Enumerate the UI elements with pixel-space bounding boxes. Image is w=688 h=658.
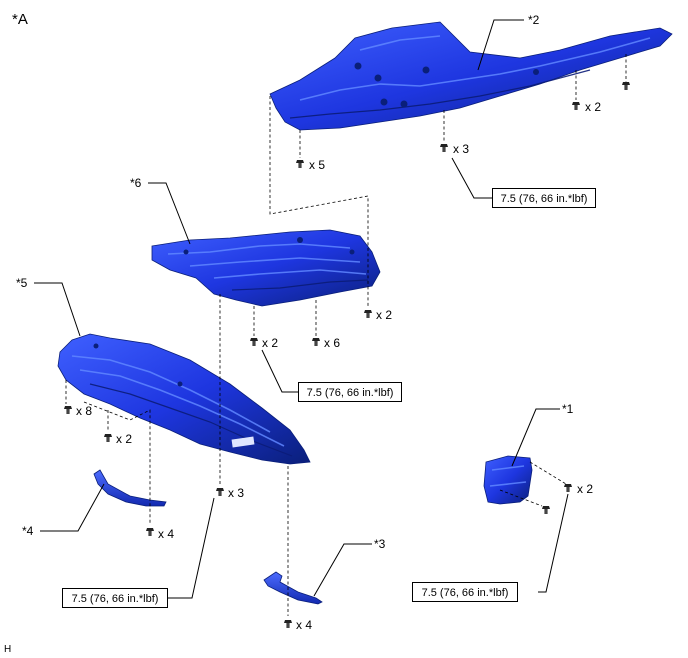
qty-left-x2: x 2 — [116, 432, 132, 446]
torque-spec-top: 7.5 (76, 66 in.*lbf) — [492, 188, 596, 208]
clip-icon — [146, 528, 154, 536]
clip-icon — [64, 406, 72, 414]
clip-icon — [312, 338, 320, 346]
qty-bottom-x4: x 4 — [296, 618, 312, 632]
clip-icon — [104, 434, 112, 442]
clip-icon — [250, 338, 258, 346]
qty-top-x3: x 3 — [453, 142, 469, 156]
clip-icon — [284, 620, 292, 628]
qty-left-x4: x 4 — [158, 527, 174, 541]
qty-mid-right-x2: x 2 — [376, 308, 392, 322]
clip-icon — [542, 506, 550, 514]
callout-part-6: *6 — [130, 176, 142, 190]
qty-right-x2: x 2 — [577, 482, 593, 496]
clip-icon — [440, 144, 448, 152]
footer-code: H — [4, 644, 11, 655]
callout-part-5: *5 — [16, 276, 28, 290]
qty-left-x8: x 8 — [76, 404, 92, 418]
torque-spec-right: 7.5 (76, 66 in.*lbf) — [412, 582, 518, 602]
torque-spec-left: 7.5 (76, 66 in.*lbf) — [62, 588, 168, 608]
torque-spec-middle: 7.5 (76, 66 in.*lbf) — [298, 382, 402, 402]
qty-top-right-x2: x 2 — [585, 100, 601, 114]
callout-part-4: *4 — [22, 524, 34, 538]
clip-icon — [622, 82, 630, 90]
callout-part-1: *1 — [562, 402, 574, 416]
leader-lines — [34, 19, 569, 599]
qty-mid-x2: x 2 — [262, 336, 278, 350]
callout-part-3: *3 — [374, 537, 386, 551]
qty-left-x3: x 3 — [228, 486, 244, 500]
clip-icon — [216, 488, 224, 496]
qty-top-x5: x 5 — [309, 158, 325, 172]
part-4-strip — [93, 469, 167, 507]
view-label: *A — [12, 11, 28, 28]
part-3-strip — [263, 571, 323, 605]
part-6-engine-under-cover-center — [151, 229, 381, 307]
clip-icon — [364, 310, 372, 318]
clip-icon — [572, 102, 580, 110]
part-1-bracket — [483, 455, 533, 505]
clip-icon — [564, 484, 572, 492]
qty-mid-x6: x 6 — [324, 336, 340, 350]
clip-icon — [296, 160, 304, 168]
guide-lines — [65, 54, 627, 616]
part-5-engine-under-cover-front — [57, 333, 311, 465]
part-2-engine-under-cover-rear — [269, 21, 673, 131]
callout-part-2: *2 — [528, 13, 540, 27]
